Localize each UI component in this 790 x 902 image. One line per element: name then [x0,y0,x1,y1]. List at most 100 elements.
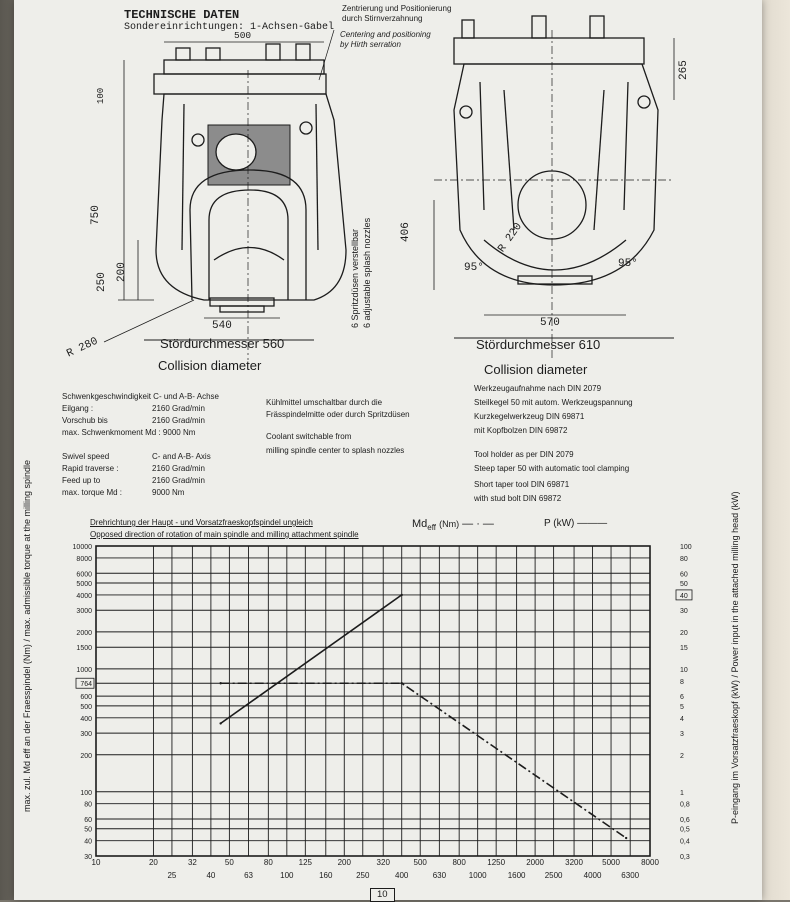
y-tick-label: 100 [80,790,92,797]
toolholder-en-3: Short taper tool DIN 69871 [474,480,570,489]
toolholder-en-4: with stud bolt DIN 69872 [474,494,562,503]
x-tick-label: 4000 [584,871,602,880]
spec-de-label-1: Vorschub bis [62,416,108,425]
y-tick-label: 80 [84,802,92,809]
series-point [219,682,222,685]
y-tick-label: 8000 [76,556,92,563]
spec-en-label-0: Rapid traverse : [62,464,119,473]
x-tick-label: 50 [225,858,234,867]
y2-axis-label: P-eingang im Vorsatzfraeskopf (kW) / Pow… [730,491,740,824]
y-tick-label: 10000 [73,544,93,551]
coolant-de-2: Frässpindelmitte oder durch Spritzdüsen [266,410,410,419]
spec-en-label-1: Feed up to [62,476,101,485]
dim-540: 540 [212,320,232,332]
spec-en-value-0: 2160 Grad/min [152,464,205,473]
centering-note-en-1: Centering and positioning [340,30,431,39]
x-tick-label: 800 [452,858,466,867]
y-tick-label: 1000 [76,667,92,674]
x-tick-label: 1000 [469,871,487,880]
series-point [400,593,403,597]
y2-tick-label: 1 [680,790,684,797]
y-tick-label: 1500 [76,645,92,652]
y-tick-label: 3000 [76,608,92,615]
series-point [624,836,628,840]
y2-tick-label: 80 [680,556,688,563]
coolant-de-1: Kühlmittel umschaltbar durch die [266,398,383,407]
right-view-drawing [433,15,675,360]
rotation-note-de: Drehrichtung der Haupt - und Vorsatzfrae… [90,518,313,527]
y2-tick-label: 15 [680,645,688,652]
x-tick-label: 25 [167,871,176,880]
y2-tick-label: 4 [680,716,684,723]
y-tick-label: 5000 [76,581,92,588]
y2-tick-label: 6 [680,694,684,701]
x-tick-label: 250 [356,871,370,880]
coolant-en-2: milling spindle center to splash nozzles [266,446,405,455]
chart-frame [95,545,651,857]
datasheet-page: TECHNISCHE DATEN Sondereinrichtungen: 1-… [14,0,762,902]
y2-tick-label: 60 [680,571,688,578]
x-tick-label: 80 [264,858,273,867]
toolholder-de-4: mit Kopfbolzen DIN 69872 [474,426,568,435]
y-tick-label: 300 [80,731,92,738]
x-tick-label: 3200 [565,858,583,867]
collision-diameter-right-de: Stördurchmesser 610 [476,337,601,352]
y-axis-label: max. zul. Md eff an der Fraesspindel (Nm… [22,460,32,812]
series-point [219,722,222,725]
y2-tick-label: 8 [680,679,684,686]
x-tick-label: 6300 [621,871,639,880]
page-subtitle: Sondereinrichtungen: 1-Achsen-Gabel [124,22,335,33]
spec-en-label-2: max. torque Md : [62,488,123,497]
y-tick-label: 400 [80,716,92,723]
spec-de-label-0: Eilgang : [62,404,94,413]
y-tick-label: 4000 [76,593,92,600]
y2-tick-label: 30 [680,608,688,615]
x-tick-label: 63 [244,871,253,880]
spec-en-value-1: 2160 Grad/min [152,476,205,485]
collision-diameter-right-en: Collision diameter [484,362,588,377]
y-tick-label: 764 [80,681,92,688]
swivel-speed-heading-en: Swivel speed [62,452,110,461]
dim-500: 500 [234,30,252,41]
y-tick-label: 30 [84,854,92,861]
x-tick-label: 400 [395,871,409,880]
x-tick-label: 500 [414,858,428,867]
y-tick-label: 40 [84,839,92,846]
series-line-0 [220,682,627,839]
y2-tick-label: 40 [680,593,688,600]
y-tick-label: 2000 [76,630,92,637]
technical-drawings [103,15,675,360]
x-tick-label: 100 [280,871,294,880]
x-tick-label: 160 [319,871,333,880]
y2-tick-label: 0,6 [680,817,690,824]
toolholder-de-1: Werkzeugaufnahme nach DIN 2079 [474,384,602,393]
x-tick-label: 320 [377,858,391,867]
spec-de-value-0: 2160 Grad/min [152,404,205,413]
toolholder-en-2: Steep taper 50 with automatic tool clamp… [474,464,630,473]
series-point [400,682,403,685]
series-line-1 [220,594,403,725]
collision-diameter-left-de: Stördurchmesser 560 [160,336,285,351]
swivel-speed-heading-de: Schwenkgeschwindigkeit C- und A-B- Achse [62,392,219,401]
y-tick-label: 50 [84,827,92,834]
x-tick-label: 5000 [602,858,620,867]
y-tick-label: 6000 [76,571,92,578]
x-tick-label: 32 [188,858,197,867]
y2-tick-label: 50 [680,581,688,588]
legend-md: Mdeff (Nm) — · — [412,518,494,533]
x-tick-label: 8000 [641,858,659,867]
y-tick-label: 500 [80,704,92,711]
y2-tick-label: 10 [680,667,688,674]
y2-tick-label: 0,8 [680,802,690,809]
angle-95-right: 95° [618,258,638,270]
swivel-speed-axis-en: C- and A-B- Axis [152,452,211,461]
spec-de-label-2: max. Schwenkmoment Md : 9000 Nm [62,428,196,437]
left-view-drawing [103,29,347,360]
centering-note-de-2: durch Stirnverzahnung [342,14,423,23]
centering-note-de-1: Zentrierung und Positionierung [342,4,452,13]
y-tick-label: 600 [80,694,92,701]
toolholder-de-2: Steilkegel 50 mit autom. Werkzeugspannun… [474,398,633,407]
spec-de-value-1: 2160 Grad/min [152,416,205,425]
x-tick-label: 1250 [487,858,505,867]
toolholder-en-1: Tool holder as per DIN 2079 [474,450,574,459]
